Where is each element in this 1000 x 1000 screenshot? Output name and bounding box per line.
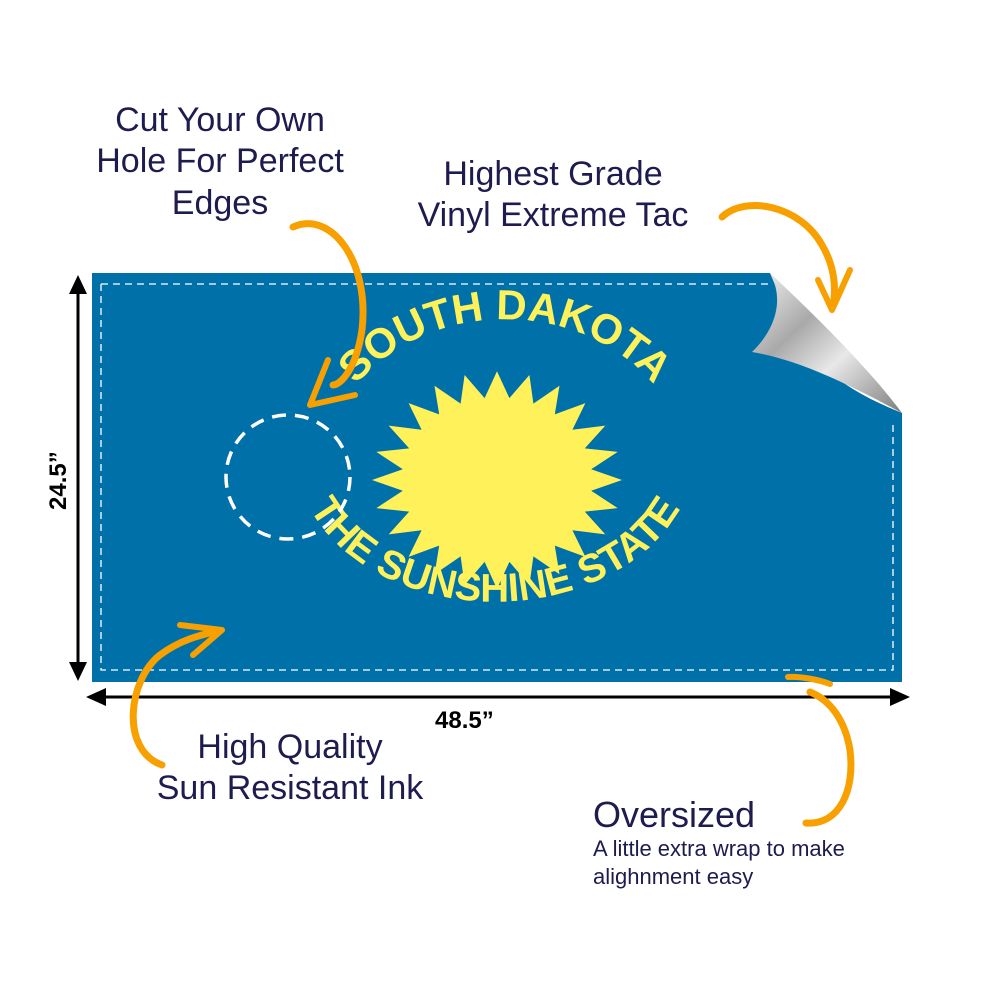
height-dimension-arrow <box>69 275 87 681</box>
callout-ink-line2: Sun Resistant Ink <box>156 769 424 808</box>
callout-cut-hole-line1: Cut Your Own <box>115 101 325 139</box>
callout-ink: High Quality Sun Resistant Ink <box>125 727 455 810</box>
callout-vinyl-line2: Vinyl Extreme Tac <box>417 196 689 235</box>
callout-cut-hole: Cut Your Own Hole For Perfect Edges <box>60 100 380 224</box>
callout-cut-hole-line2: Hole For Perfect <box>96 142 344 181</box>
callout-cut-hole-line3: Edges <box>171 183 269 222</box>
height-label: 24.5” <box>45 451 72 510</box>
callout-ink-line1: High Quality <box>197 728 383 766</box>
curved-arrow-icon-cut-hole <box>289 220 367 408</box>
callout-oversized: Oversized A little extra wrap to make al… <box>593 795 845 892</box>
callout-oversized-line1: A little extra wrap to make <box>593 835 845 861</box>
width-label: 48.5” <box>435 707 494 734</box>
callout-oversized-line2: alighnment easy <box>593 864 754 890</box>
curved-arrow-icon-oversized <box>785 673 855 827</box>
callout-oversized-title: Oversized <box>593 794 756 835</box>
callout-vinyl-line1: Highest Grade <box>443 155 663 193</box>
curved-arrow-icon-vinyl <box>718 202 853 313</box>
dashed-circle-icon <box>224 413 352 541</box>
curved-arrow-icon-ink <box>129 622 225 769</box>
sun-icon <box>372 371 622 589</box>
callout-vinyl: Highest Grade Vinyl Extreme Tac <box>388 154 718 237</box>
width-dimension-arrow <box>86 688 910 706</box>
peeled-corner-icon <box>752 273 902 413</box>
trim-line <box>100 283 894 671</box>
